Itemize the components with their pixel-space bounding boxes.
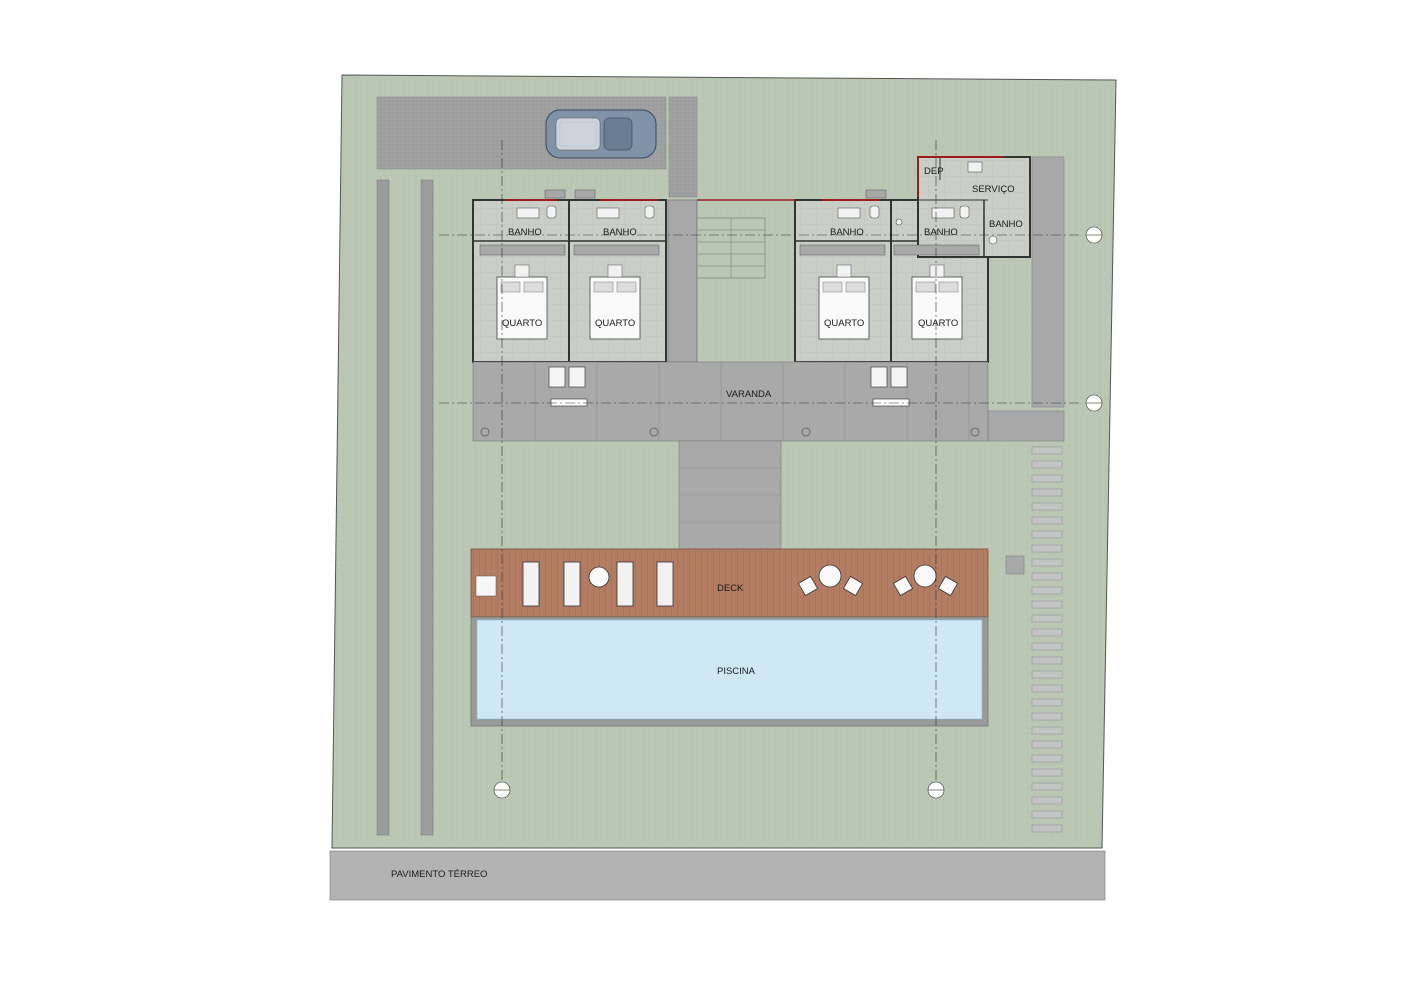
label-banho-1: BANHO	[508, 227, 542, 238]
parasol	[588, 566, 610, 588]
stepping-stones	[1031, 446, 1063, 833]
deck-floor	[470, 548, 989, 618]
label-quarto-1: QUARTO	[502, 318, 542, 329]
label-piscina: PISCINA	[717, 666, 756, 677]
sun-lounger-icon	[522, 561, 674, 607]
car-icon	[545, 109, 657, 159]
utility-box	[1005, 555, 1025, 575]
bed-icon	[496, 276, 963, 340]
vanity-cabinets	[544, 189, 887, 199]
round-table-icon	[797, 564, 959, 597]
label-quarto-3: QUARTO	[824, 318, 864, 329]
side-walkway	[1031, 156, 1065, 408]
drive-lane-right	[420, 179, 434, 836]
label-servico: SERVIÇO	[972, 184, 1015, 195]
title-band	[329, 850, 1106, 901]
service-block	[917, 156, 1031, 258]
section-marker-icon	[493, 226, 1103, 799]
label-banho-2: BANHO	[603, 227, 637, 238]
veranda-chairs	[548, 366, 910, 407]
label-banho-4: BANHO	[924, 227, 958, 238]
driveway-strip	[668, 96, 698, 198]
label-varanda: VARANDA	[726, 389, 772, 400]
drive-lane-left	[376, 179, 390, 836]
plan-title: PAVIMENTO TÉRREO	[391, 869, 487, 880]
bathroom-fixtures	[516, 161, 998, 245]
label-quarto-4: QUARTO	[918, 318, 958, 329]
label-banho-service: BANHO	[989, 219, 1023, 230]
bedroom-desks	[479, 244, 980, 278]
deck-shower	[475, 575, 497, 597]
central-corridor	[667, 199, 698, 363]
side-walkway-end	[987, 410, 1065, 442]
label-banho-3: BANHO	[830, 227, 864, 238]
stair	[696, 217, 766, 279]
pool-water	[476, 619, 983, 720]
label-deck: DECK	[717, 583, 744, 594]
label-quarto-2: QUARTO	[595, 318, 635, 329]
veranda-columns	[480, 427, 980, 437]
label-dep: DEP	[924, 166, 944, 177]
grid-lines	[439, 140, 1082, 782]
